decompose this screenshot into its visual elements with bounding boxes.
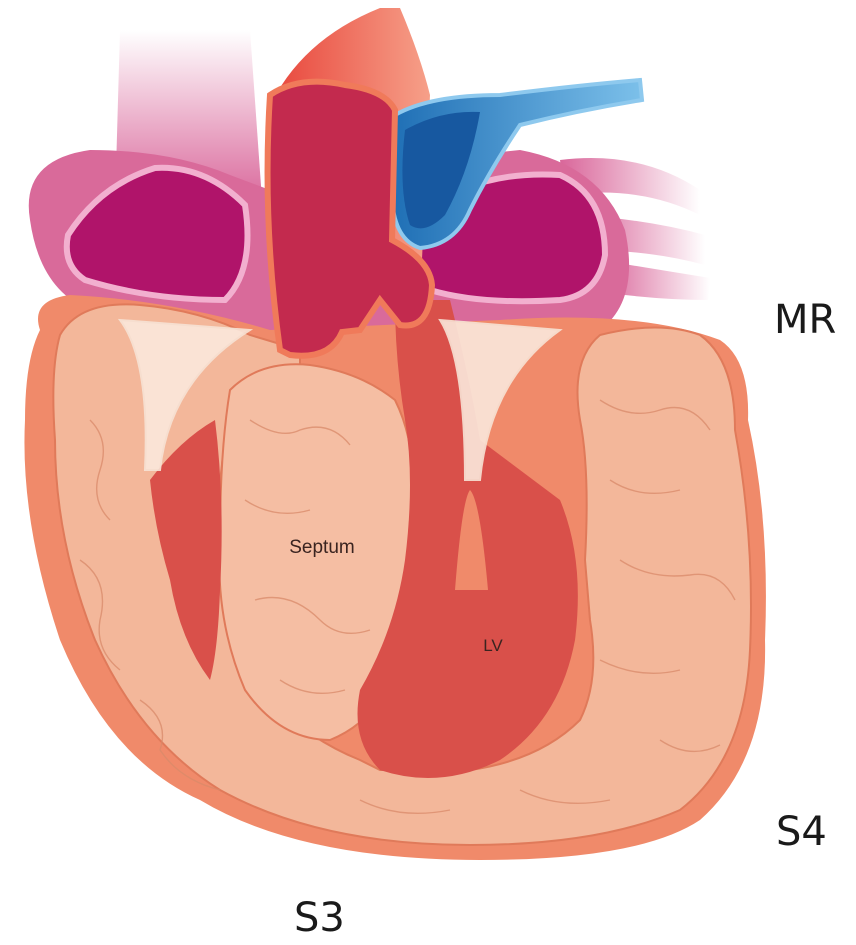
s3-label: S3 (294, 898, 345, 938)
septum-label: Septum (289, 537, 354, 558)
s4-label: S4 (776, 812, 827, 852)
lv-label: LV (483, 636, 503, 655)
mr-label: MR (774, 300, 836, 340)
